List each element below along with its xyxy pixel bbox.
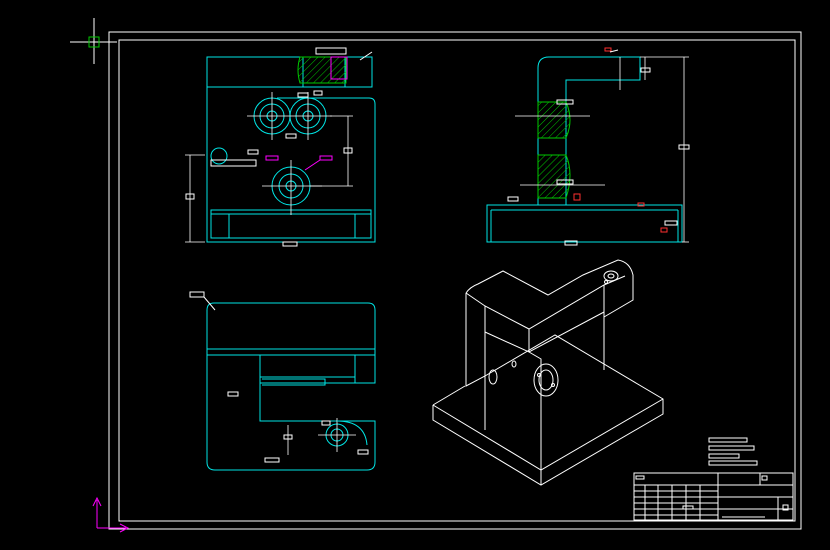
notes-block xyxy=(708,437,758,466)
side-view xyxy=(486,47,690,246)
crosshair-cursor-icon xyxy=(70,18,117,64)
isometric-view xyxy=(432,259,664,486)
top-view xyxy=(189,291,376,471)
ucs-axis-icon xyxy=(92,496,130,533)
title-block xyxy=(633,472,794,521)
drawing-frame xyxy=(108,31,802,530)
front-view xyxy=(185,47,376,247)
